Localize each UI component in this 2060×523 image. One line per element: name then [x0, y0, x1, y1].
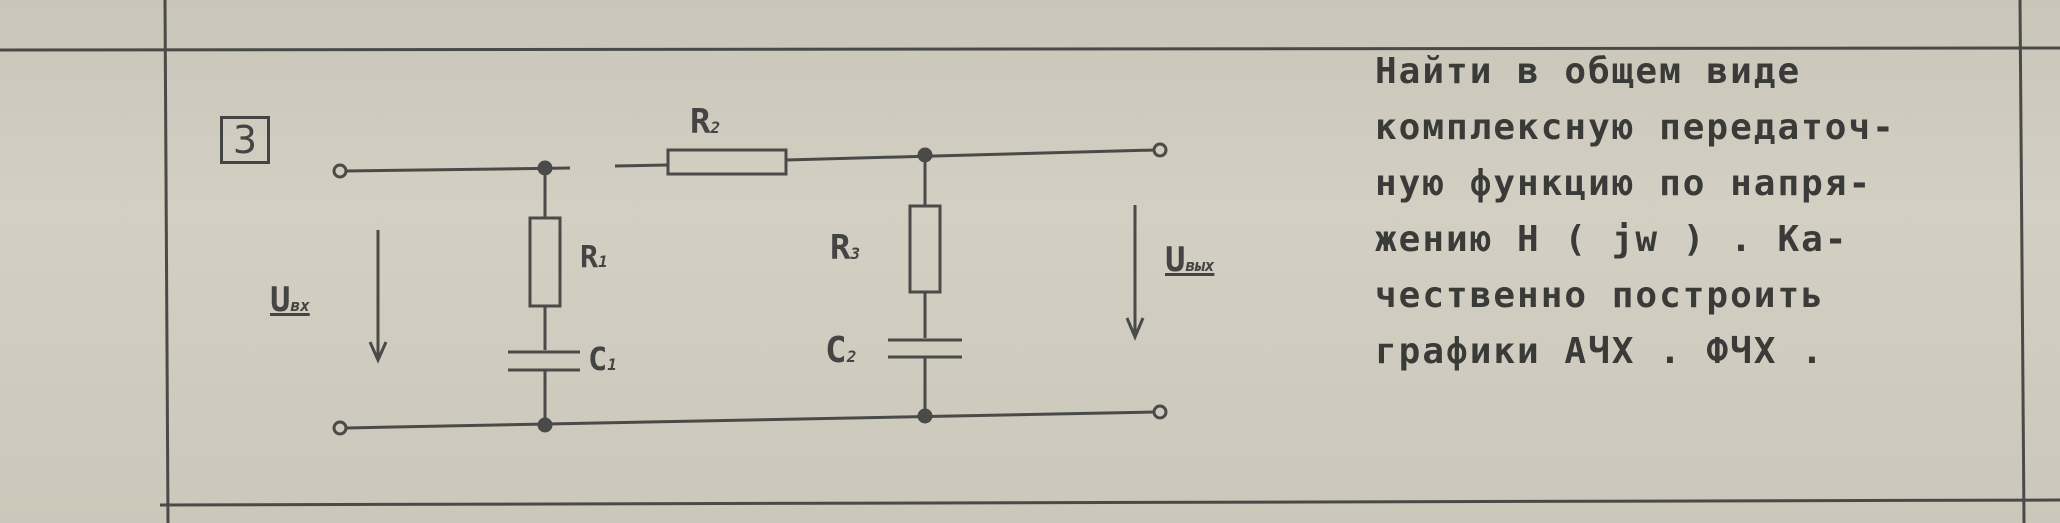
wire — [345, 410, 1156, 430]
task-line: ную функцию по напря- — [1375, 163, 1873, 204]
node — [917, 408, 933, 424]
task-line: комплексную передаточ- — [1375, 107, 1896, 148]
node — [537, 417, 553, 433]
label-subscript: 1 — [598, 252, 608, 271]
arrow-head — [368, 341, 388, 364]
wire — [345, 166, 571, 173]
wire — [785, 148, 1156, 162]
label-u-out: Uвых — [1165, 240, 1214, 280]
label-subscript: вх — [290, 296, 310, 315]
label-letter: C — [588, 340, 608, 378]
table-top-border — [0, 46, 2060, 52]
label-subscript: 3 — [850, 244, 861, 263]
resistor-r3 — [908, 204, 942, 294]
label-subscript: вых — [1185, 256, 1215, 275]
label-c1: C1 — [588, 340, 617, 378]
label-letter: R — [690, 102, 711, 142]
task-text: Найти в общем виде комплексную передаточ… — [1375, 44, 1995, 380]
label-c2: C2 — [825, 330, 856, 371]
label-r3: R3 — [830, 228, 860, 268]
table-bottom-border — [159, 498, 2060, 507]
input-terminal-top — [332, 163, 348, 179]
output-terminal-bottom — [1152, 404, 1168, 420]
task-line: Найти в общем виде — [1375, 51, 1802, 92]
task-line: чественно построить — [1375, 275, 1825, 316]
label-letter: C — [825, 330, 847, 371]
arrow-head — [1125, 317, 1145, 341]
input-terminal-bottom — [332, 420, 348, 436]
table-left-border — [163, 0, 170, 523]
label-subscript: 1 — [607, 355, 617, 374]
table-right-border — [2018, 0, 2026, 523]
label-letter: U — [270, 280, 291, 320]
label-subscript: 2 — [710, 118, 721, 137]
label-letter: R — [830, 228, 851, 268]
label-r2: R2 — [690, 102, 720, 142]
task-line: графики АЧХ . ФЧХ . — [1375, 331, 1825, 372]
resistor-r2 — [666, 148, 788, 176]
output-terminal-top — [1152, 142, 1168, 158]
label-u-in: Uвх — [270, 280, 310, 320]
task-line: жению H ( jw ) . Ка- — [1375, 219, 1849, 260]
label-r1: R1 — [580, 240, 608, 275]
label-letter: U — [1165, 240, 1186, 280]
resistor-r1 — [528, 216, 562, 308]
label-letter: R — [580, 240, 599, 275]
problem-number: 3 — [220, 116, 270, 164]
label-subscript: 2 — [846, 347, 857, 366]
wire — [614, 163, 669, 168]
